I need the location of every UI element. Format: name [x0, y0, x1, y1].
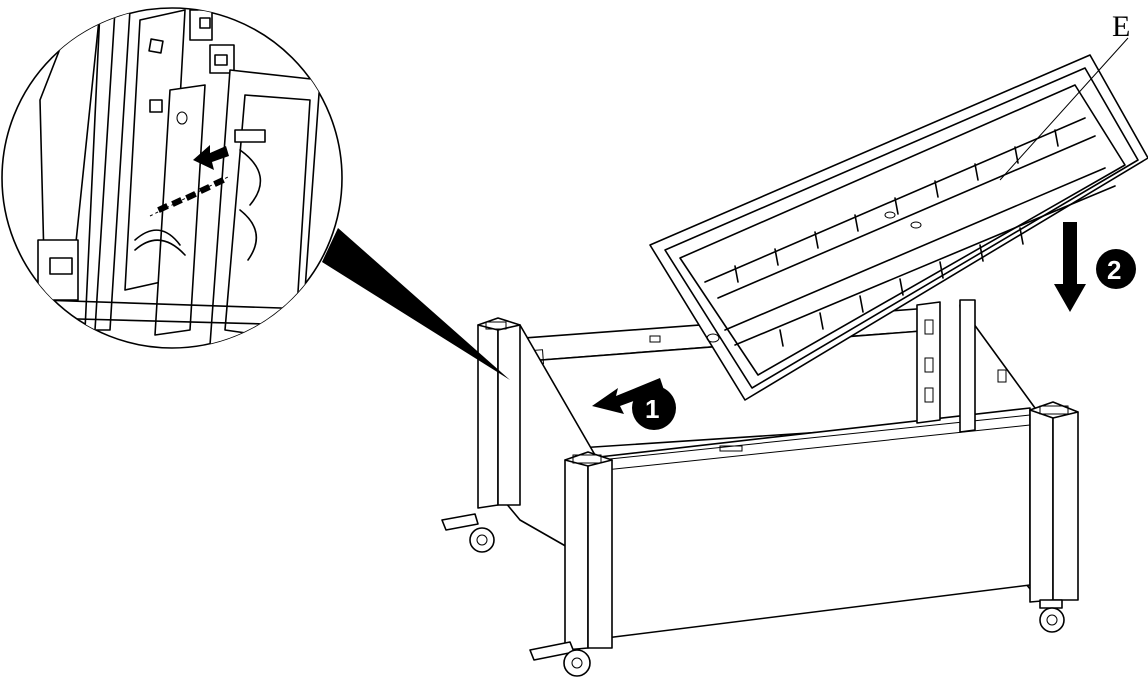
magnifier-detail-circle	[1, 7, 510, 380]
step-2-badge	[1096, 249, 1136, 289]
slide-left-arrow-icon	[592, 378, 664, 414]
caster-wheel-icon	[441, 513, 1065, 677]
step-2-number: 2	[1107, 255, 1121, 285]
step-1-number: 1	[645, 394, 659, 424]
step-2: 2	[1054, 222, 1136, 312]
callout-pointer	[322, 228, 510, 380]
tray-ribs	[734, 129, 1059, 347]
tray-part-e	[649, 37, 1148, 401]
step-1: 1	[592, 378, 676, 430]
part-label-e: E	[1112, 10, 1130, 43]
cabinet-base	[477, 299, 1079, 651]
detail-arrow-icon	[193, 145, 229, 170]
step-1-badge	[632, 386, 676, 430]
screw-icon	[149, 175, 231, 217]
down-arrow-icon	[1054, 222, 1086, 312]
